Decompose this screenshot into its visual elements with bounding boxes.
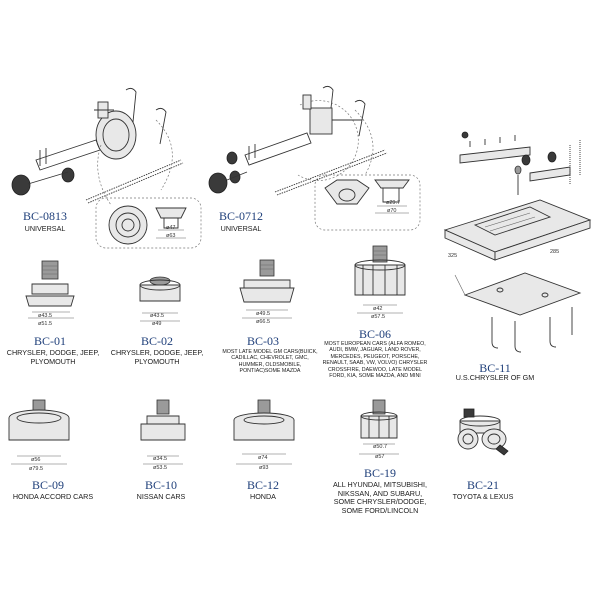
- bc-19-code: BC-19: [363, 466, 396, 480]
- bc-02-diagram: ø43.5 ø49: [139, 276, 181, 327]
- bc-21-code: BC-21: [466, 478, 499, 492]
- bc-0813-diagram: ø47 ø63: [11, 87, 202, 249]
- bc-0712-caption: UNIVERSAL: [220, 224, 262, 233]
- bc-11-code: BC-11: [479, 361, 511, 375]
- bc-02-dim-inner: ø43.5: [150, 313, 164, 319]
- bc-19-dim-inner: ø50.7: [373, 444, 387, 450]
- bc-09-dim-inner: ø56: [31, 457, 40, 463]
- bc-0813-dim-outer: ø63: [166, 233, 175, 239]
- bc-03-dim-outer: ø66.5: [256, 319, 270, 325]
- bc-0813-caption: UNIVERSAL: [24, 224, 66, 233]
- bc-10-dim-outer: ø53.5: [153, 465, 167, 471]
- bc-0712-diagram: ø29.7 ø70: [208, 85, 421, 231]
- bc-03-code: BC-03: [246, 334, 279, 348]
- bc-12-diagram: ø74 ø93: [233, 399, 295, 471]
- bc-01-caption: CHRYSLER, DODGE, JEEP, PLYOMOUTH: [6, 348, 100, 366]
- bc-10-caption: NISSAN CARS: [136, 492, 186, 501]
- bc-09-diagram: ø56 ø79.5: [8, 399, 70, 472]
- bc-02-dim-outer: ø49: [152, 321, 161, 327]
- bc-19-dim-outer: ø57: [375, 454, 384, 460]
- bc-10-diagram: ø34.5 ø53.5: [140, 399, 186, 471]
- bc-02-code: BC-02: [140, 334, 173, 348]
- bc-06-caption: MOST EUROPEAN CARS (ALFA ROMEO, AUDI, BM…: [322, 341, 428, 380]
- bc-01-dim-outer: ø51.5: [38, 321, 52, 327]
- bc-12-dim-outer: ø93: [259, 465, 268, 471]
- bc-06-diagram: ø42 ø57.5: [354, 245, 406, 320]
- bc-03-dim-inner: ø49.5: [256, 311, 270, 317]
- bc-11-caption: U.S.CHRYSLER OF GM: [455, 373, 535, 382]
- bc-09-dim-outer: ø79.5: [29, 466, 43, 472]
- bc-10-code: BC-10: [144, 478, 177, 492]
- bc-21-diagram: [457, 408, 509, 456]
- bc-06-dim-inner: ø42: [373, 306, 382, 312]
- bc-12-dim-inner: ø74: [258, 455, 267, 461]
- bc-09-caption: HONDA ACCORD CARS: [12, 492, 94, 501]
- bc-19-caption: ALL HYUNDAI, MITSUBISHI, NIKSSAN, AND SU…: [333, 480, 427, 515]
- bc-01-dim-inner: ø43.5: [38, 313, 52, 319]
- bc-12-code: BC-12: [246, 478, 279, 492]
- bc-0813-dim-inner: ø47: [166, 225, 175, 231]
- bc-0813-code: BC-0813: [22, 209, 67, 223]
- bc-09-code: BC-09: [31, 478, 64, 492]
- bc-06-dim-outer: ø57.5: [371, 314, 385, 320]
- bc-10-dim-inner: ø34.5: [153, 456, 167, 462]
- bc-01-diagram: ø43.5 ø51.5: [25, 260, 75, 327]
- bc-21-caption: TOYOTA & LEXUS: [452, 492, 514, 501]
- bc-0712-dim-outer: ø70: [387, 208, 396, 214]
- bc-03-caption: MOST LATE MODEL GM CARS(BUICK, CADILLAC,…: [222, 349, 318, 375]
- bc-19-diagram: ø50.7 ø57: [359, 399, 399, 460]
- bc-01-code: BC-01: [33, 334, 66, 348]
- bc-12-caption: HONDA: [250, 492, 276, 501]
- bc-06-code: BC-06: [358, 327, 391, 341]
- bc-03-diagram: ø49.5 ø66.5: [239, 259, 295, 325]
- bc-11-dim-a: 325: [448, 253, 457, 259]
- bc-11-diagram: 325 285: [443, 131, 592, 353]
- bc-0712-dim-inner: ø29.7: [386, 200, 400, 206]
- bc-02-caption: CHRYSLER, DODGE, JEEP, PLYOMOUTH: [110, 348, 204, 366]
- bc-11-dim-b: 285: [550, 249, 559, 255]
- bc-0712-code: BC-0712: [218, 209, 263, 223]
